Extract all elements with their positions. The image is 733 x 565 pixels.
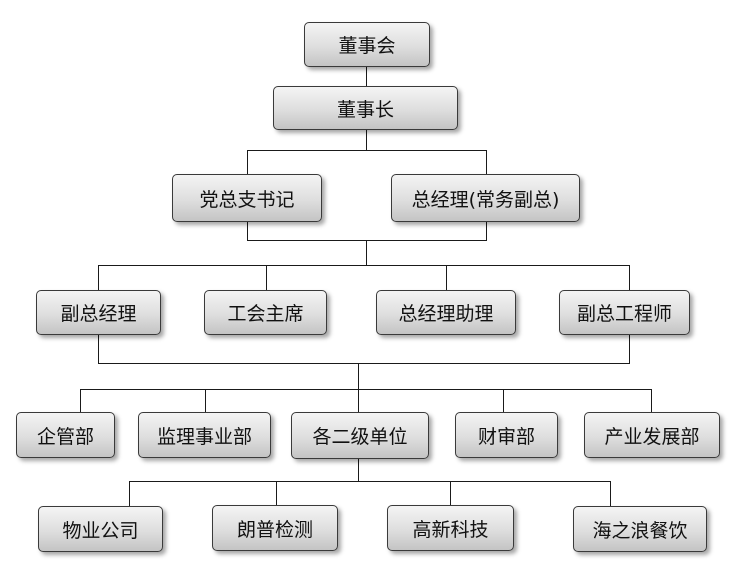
connector: [486, 221, 487, 241]
connector: [247, 150, 248, 175]
connector: [503, 389, 504, 413]
connector: [486, 150, 487, 175]
connector: [358, 389, 359, 413]
node-secondary-units: 各二级单位: [291, 412, 429, 459]
connector: [358, 458, 359, 482]
connector: [129, 481, 130, 506]
connector: [80, 389, 81, 413]
connector: [610, 481, 611, 506]
connector: [450, 481, 451, 506]
node-chairman: 董事长: [273, 86, 458, 130]
connector: [247, 221, 248, 241]
connector: [629, 265, 630, 290]
node-deputy-gm: 副总经理: [36, 290, 161, 335]
connector: [98, 334, 99, 364]
connector: [98, 265, 629, 266]
connector: [266, 265, 267, 290]
connector: [651, 389, 652, 413]
node-property-company: 物业公司: [38, 506, 163, 552]
connector: [247, 150, 486, 151]
connector: [205, 389, 206, 413]
node-union-chair: 工会主席: [204, 290, 327, 335]
node-hailang-catering: 海之浪餐饮: [573, 506, 707, 552]
connector: [358, 363, 359, 390]
connector: [129, 481, 610, 482]
connector: [98, 265, 99, 290]
node-board: 董事会: [304, 22, 430, 67]
node-supervision-dept: 监理事业部: [138, 412, 271, 458]
node-general-manager: 总经理(常务副总): [391, 174, 580, 222]
connector: [276, 481, 277, 506]
connector: [366, 240, 367, 266]
node-langpu-testing: 朗普检测: [212, 505, 338, 551]
connector: [98, 363, 629, 364]
node-gm-assistant: 总经理助理: [376, 290, 516, 335]
node-industry-dev: 产业发展部: [584, 412, 720, 458]
connector: [366, 66, 367, 87]
connector: [80, 389, 651, 390]
connector: [629, 334, 630, 364]
node-gaoxin-tech: 高新科技: [387, 505, 514, 551]
node-finance-audit: 财审部: [455, 412, 558, 458]
node-enterprise-mgmt: 企管部: [16, 412, 115, 458]
node-deputy-chief-engineer: 副总工程师: [559, 290, 690, 335]
node-party-secretary: 党总支书记: [172, 174, 322, 222]
connector: [446, 265, 447, 290]
connector: [366, 129, 367, 151]
